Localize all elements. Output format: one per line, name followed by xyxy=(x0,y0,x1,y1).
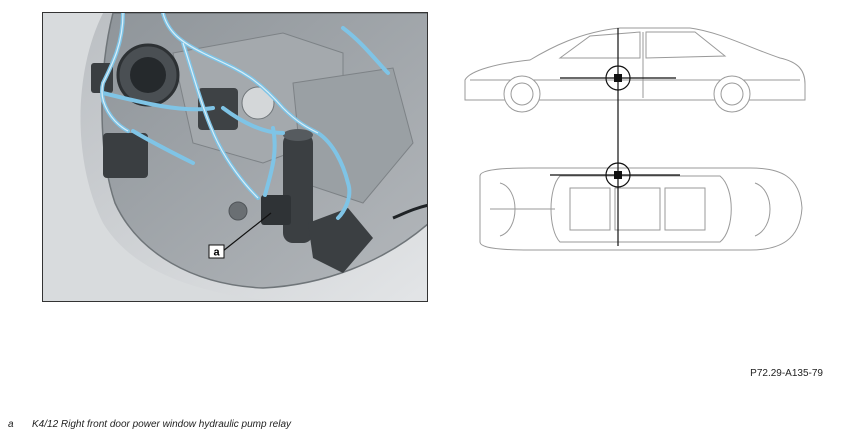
door-interior-photo: a xyxy=(42,12,428,302)
legend-row: a K4/12 Right front door power window hy… xyxy=(8,419,291,430)
legend-text: K4/12 Right front door power window hydr… xyxy=(32,419,292,430)
vehicle-outline-drawings xyxy=(464,27,806,251)
callout-label-a: a xyxy=(213,247,220,259)
legend-key: a xyxy=(8,419,14,430)
vehicle-locator-diagram xyxy=(460,18,810,298)
crosshair-square-icon xyxy=(614,74,622,179)
figure-reference-id: P72.29-A135-79 xyxy=(750,368,823,379)
door-interior-illustration: a xyxy=(43,13,427,301)
